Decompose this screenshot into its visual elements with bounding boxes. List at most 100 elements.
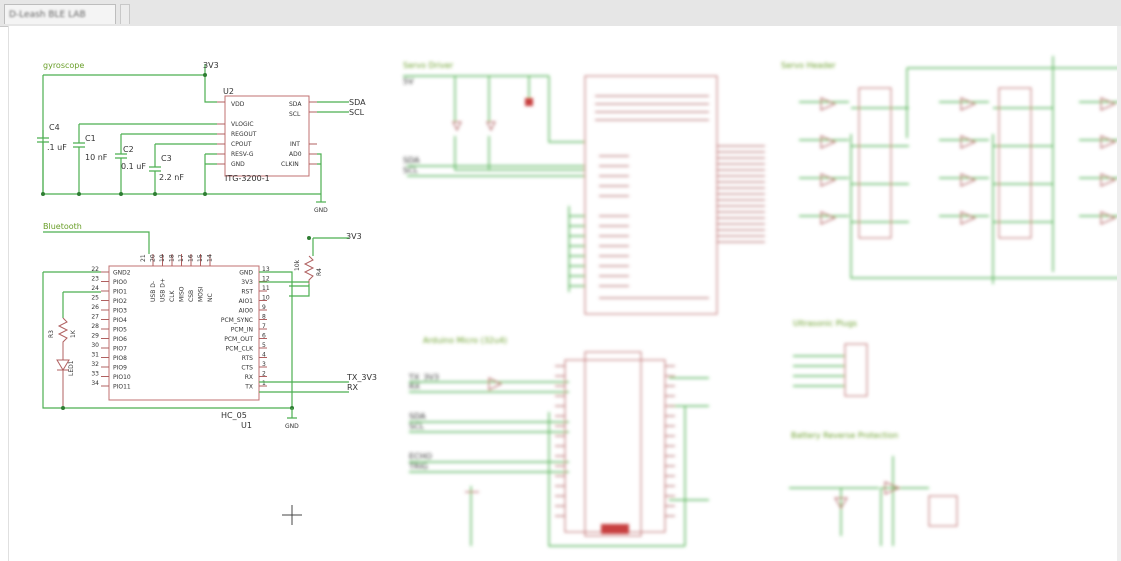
hc05-left-pin-label: PIO6	[113, 336, 127, 343]
bt-gnd-label: GND	[285, 423, 299, 430]
resistor-r4[interactable]: 10k R4	[294, 255, 323, 284]
hc05-ref: U1	[241, 421, 252, 430]
u2-pin-gnd: GND	[231, 161, 245, 168]
hc05-right-pin-number: 10	[262, 295, 270, 302]
vertical-scrollbar[interactable]	[1117, 26, 1121, 561]
u2-pin-cpout: CPOUT	[231, 141, 252, 148]
r3-ref: R3	[48, 330, 55, 338]
hc05-right-pin-label: AIO0	[239, 308, 254, 315]
u2-pin-resv: RESV-G	[231, 151, 254, 158]
u2-ref: U2	[223, 87, 234, 96]
gyroscope-chip-u2[interactable]: U2 VDD VLOGIC REGOUT CPOUT RESV-G GND SD…	[217, 87, 317, 183]
hc05-top-pin-number: 16	[188, 254, 195, 262]
hc05-top-pin-number: 21	[140, 254, 147, 262]
hc05-right-pin-label: CTS	[241, 365, 253, 372]
hc05-left-pin-label: PIO4	[113, 317, 127, 324]
gyroscope-section: gyroscope 3V3 C4 .1 uF C1 10 nF C2 0.1 u…	[37, 61, 366, 214]
gyro-net-sda: SDA	[349, 98, 366, 107]
hc05-right-pin-label: 3V3	[241, 279, 253, 286]
servo-driver-net-5v: 5V	[403, 77, 414, 86]
hc05-top-pin-label: CLK	[169, 289, 176, 302]
hc05-left-pin-number: 31	[91, 352, 99, 359]
u2-pin-vlogic: VLOGIC	[231, 121, 254, 128]
hc05-top-pin-number: 18	[169, 254, 176, 262]
capacitor-c1[interactable]: C1 10 nF	[73, 123, 217, 194]
u2-pin-clkin: CLKIN	[281, 161, 299, 168]
hc05-left-pin-label: PIO3	[113, 308, 127, 315]
gyro-gnd-label: GND	[314, 207, 328, 214]
hc05-left-pin-label: PIO8	[113, 355, 127, 362]
hc05-left-pin-number: 26	[91, 304, 99, 311]
u2-pin-sda: SDA	[289, 101, 302, 108]
hc05-top-pin-number: 17	[178, 254, 185, 262]
arduino-section: Arduino Micro (32u4) TX_3V3 RX SDA SCL E…	[408, 336, 709, 547]
hc05-left-pins: GND222PIO023PIO124PIO225PIO326PIO427PIO5…	[91, 266, 131, 391]
ground-symbol: GND	[285, 408, 299, 430]
hc05-right-pin-label: TX	[244, 384, 253, 391]
u2-pin-int: INT	[290, 141, 300, 148]
arduino-net-tx: TX_3V3	[408, 373, 439, 382]
tab-overflow-button[interactable]	[120, 4, 130, 24]
led-led1[interactable]: LED1	[56, 359, 75, 408]
hc05-left-pin-label: PIO10	[113, 374, 131, 381]
r4-ref: R4	[316, 268, 323, 276]
hc05-name: HC_05	[221, 411, 247, 420]
hc05-right-pin-label: RX	[245, 374, 253, 381]
hc05-top-pin-number: 19	[159, 254, 166, 262]
hc05-right-pin-number: 4	[262, 352, 266, 359]
bt-rail-label: 3V3	[346, 232, 362, 241]
c3-ref: C3	[161, 154, 172, 163]
hc05-left-pin-label: PIO5	[113, 327, 127, 334]
hc05-top-pin-number: 15	[197, 254, 204, 262]
hc05-left-pin-label: PIO7	[113, 346, 127, 353]
capacitor-c2[interactable]: C2 0.1 uF	[115, 133, 217, 194]
hc05-top-pin-number: 14	[207, 254, 214, 262]
hc05-left-pin-label: PIO0	[113, 279, 127, 286]
hc05-top-pin-label: USB D-	[150, 281, 157, 302]
hc05-top-pin-label: MISO	[179, 286, 186, 302]
hc05-left-pin-number: 23	[91, 276, 99, 283]
u2-name: ITG-3200-1	[225, 174, 270, 183]
hc05-left-pin-number: 34	[91, 380, 99, 387]
tab-label: D-Leash BLE LAB	[9, 10, 86, 20]
hc05-right-pin-label: PCM_OUT	[224, 336, 253, 343]
schematic-canvas[interactable]: gyroscope 3V3 C4 .1 uF C1 10 nF C2 0.1 u…	[8, 26, 1121, 561]
r4-value: 10k	[294, 259, 301, 271]
tab-bar: D-Leash BLE LAB	[0, 0, 1121, 27]
servo-driver-net-scl: SCL	[403, 166, 419, 175]
u2-pin-regout: REGOUT	[231, 131, 257, 138]
hc05-right-pin-number: 11	[262, 285, 270, 292]
resistor-r3[interactable]: R3 1K	[48, 317, 77, 360]
capacitor-c4[interactable]: C4 .1 uF	[37, 123, 67, 194]
hc05-right-pin-label: PCM_SYNC	[221, 317, 253, 324]
hc05-left-pin-label: GND2	[113, 270, 131, 277]
hc05-right-pin-label: GND	[239, 270, 253, 277]
hc05-right-pin-number: 2	[262, 371, 266, 378]
hc05-left-pin-number: 30	[91, 342, 99, 349]
hc05-left-pin-number: 25	[91, 295, 99, 302]
c3-value: 2.2 nF	[159, 173, 184, 182]
u2-pin-ad0: AD0	[289, 151, 302, 158]
capacitor-c3[interactable]: C3 2.2 nF	[149, 143, 217, 194]
hc05-right-pin-number: 3	[262, 361, 266, 368]
arduino-title: Arduino Micro (32u4)	[423, 336, 507, 345]
hc05-right-pin-label: AIO1	[239, 298, 254, 305]
c2-ref: C2	[123, 145, 134, 154]
bluetooth-module-hc05[interactable]: HC_05 U1	[108, 265, 260, 430]
hc05-left-pin-label: PIO2	[113, 298, 127, 305]
arduino-net-trig: TRIG	[408, 462, 428, 471]
hc05-right-pin-number: 12	[262, 276, 270, 283]
battery-title: Battery Reverse Protection	[791, 431, 898, 440]
hc05-right-pin-label: RTS	[242, 355, 253, 362]
hc05-top-pin-label: NC	[207, 293, 214, 302]
bt-net-tx: TX_3V3	[346, 373, 377, 382]
hc05-right-pin-label: RST	[241, 289, 253, 296]
hc05-top-pin-label: MOSI	[198, 286, 205, 302]
hc05-left-pin-number: 27	[91, 314, 99, 321]
hc05-right-pin-number: 7	[262, 323, 266, 330]
hc05-top-pin-label: CSB	[188, 290, 195, 302]
hc05-left-pin-number: 32	[91, 361, 99, 368]
tab-schematic[interactable]: D-Leash BLE LAB	[4, 4, 116, 24]
